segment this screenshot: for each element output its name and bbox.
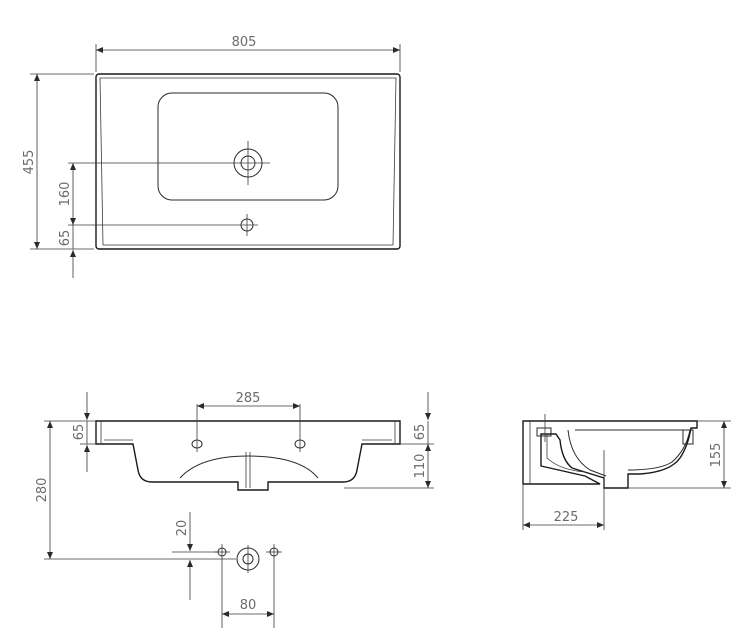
overflow-channel: [546, 434, 586, 473]
bowl-side-inner: [567, 429, 607, 477]
basin-outline-top: [95, 73, 401, 250]
waste-distance-label: 225: [554, 510, 579, 525]
depth-label: 455: [22, 150, 37, 175]
rim-left-label: 65: [72, 424, 87, 441]
bowl-side-curve: [575, 429, 691, 471]
drain-icon: [226, 141, 270, 185]
tap-spacing-label: 285: [236, 391, 261, 406]
basin-side-profile: [522, 420, 698, 489]
bowl-outline-top: [157, 92, 339, 201]
waste-offset-label: 20: [175, 520, 190, 537]
width-label: 805: [232, 35, 257, 50]
top-view: 805 455 160 65: [22, 35, 401, 278]
bowl-inner-curve: [179, 455, 319, 479]
side-view: 155 225: [522, 414, 731, 530]
front-view: 285 280 65 65 110: [35, 391, 434, 628]
basin-front-profile: [95, 420, 401, 491]
waste-center-icon: [236, 545, 260, 573]
rim-right-label: 65: [413, 424, 428, 441]
waste-right-icon: [266, 544, 282, 628]
waste-left-icon: [214, 544, 230, 628]
bowl-depth-label: 110: [413, 454, 428, 479]
overflow-offset-label: 160: [58, 182, 73, 207]
total-height-label: 280: [35, 478, 50, 503]
side-tap-hole-icon: [536, 414, 552, 442]
tap-hole-right-icon: [294, 404, 306, 452]
tap-offset-label: 65: [58, 230, 73, 247]
tap-hole-left-icon: [191, 404, 203, 452]
waste-spacing-label: 80: [240, 598, 257, 613]
basin-inner-edge: [99, 77, 397, 246]
tap-hole-icon: [236, 214, 258, 236]
side-height-label: 155: [709, 443, 724, 468]
side-overflow-slot: [682, 429, 694, 445]
